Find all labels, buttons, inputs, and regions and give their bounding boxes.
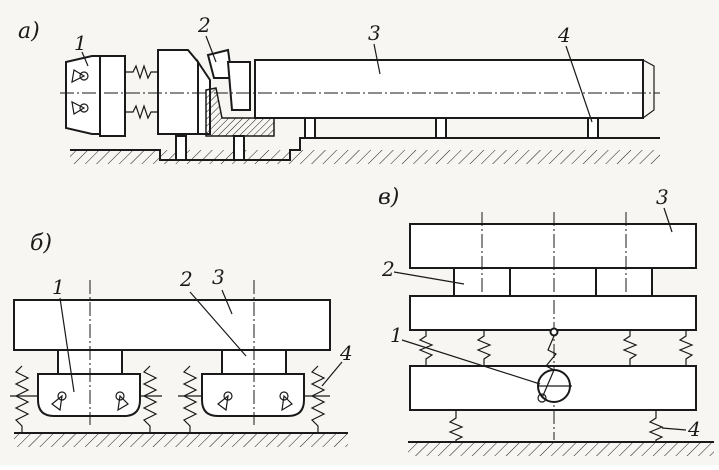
panel-b-vibrator-left (37, 373, 141, 417)
panel-a: а) 1 2 3 (18, 13, 660, 164)
panel-c-pivot-top (549, 327, 559, 337)
panel-b-callout-1: 1 (52, 275, 65, 299)
panel-c-ground-hatch (408, 442, 714, 456)
panel-c-leader-4 (661, 427, 687, 431)
panel-b-callout-4: 4 (339, 341, 353, 365)
panel-a-ground-hatch (70, 150, 660, 164)
panel-c-workpiece (409, 223, 697, 269)
panel-a-leader-1 (81, 51, 89, 67)
panel-a-label: а) (18, 19, 40, 44)
panel-b-weight-4 (281, 394, 293, 412)
spring-bottom (125, 104, 158, 120)
panel-c-upper-table (409, 295, 697, 331)
panel-b: б) 1 (10, 231, 353, 447)
panel-c-leader-3 (663, 207, 673, 233)
panel-a-leader-3 (373, 43, 381, 75)
panel-c-label: в) (378, 185, 399, 210)
panel-b-leader-4 (321, 361, 343, 387)
panel-c-callout-4: 4 (687, 417, 701, 441)
eccentric-weight-top (71, 69, 86, 84)
anvil-support-left (175, 135, 187, 161)
panel-c-leader-1 (401, 339, 541, 385)
anvil-support-right (233, 135, 245, 161)
clamp-jaw (226, 61, 251, 111)
panel-c-spacer-2 (509, 267, 597, 297)
panel-c-eccentric-pin (537, 393, 547, 403)
workpiece-end (642, 59, 655, 119)
panel-c-callout-3: 3 (656, 185, 669, 209)
panel-c-linkage (541, 335, 557, 399)
eccentric-weight-bottom (71, 100, 86, 115)
panel-a-leader-4 (565, 45, 593, 123)
panel-c-springs-bottom (448, 410, 664, 442)
anvil-block (157, 49, 199, 135)
panel-c-callout-2: 2 (381, 257, 395, 281)
vibrator-plate (99, 55, 126, 137)
eccentric-top (79, 71, 89, 81)
eccentric-bottom (79, 103, 89, 113)
panel-a-leader-2 (205, 35, 217, 63)
panel-b-callout-3: 3 (212, 265, 225, 289)
panel-b-springs (10, 365, 330, 433)
panel-b-weight-1 (51, 394, 63, 412)
panel-c: в) (378, 185, 714, 456)
panel-c-callout-1: 1 (390, 323, 403, 347)
panel-a-callout-1: 1 (74, 31, 87, 55)
spring-top (125, 64, 158, 80)
panel-c-spacer-3 (595, 267, 653, 297)
panel-a-callout-4: 4 (557, 23, 571, 47)
panel-b-callout-2: 2 (179, 267, 193, 291)
panel-b-leader-2 (189, 291, 247, 357)
panel-b-ground-hatch (14, 433, 348, 447)
panel-a-foundation-line (70, 137, 660, 161)
panel-b-workpiece (13, 299, 331, 351)
panel-a-callout-2: 2 (197, 13, 211, 37)
panel-b-label: б) (30, 231, 52, 256)
panel-b-weight-2 (117, 394, 129, 412)
panel-a-callout-3: 3 (368, 21, 381, 45)
panel-b-leader-1 (59, 297, 75, 393)
vibrator-housing (65, 55, 101, 135)
roller-support-2 (435, 117, 447, 139)
workpiece-bar (254, 59, 644, 119)
panel-b-weight-3 (217, 394, 229, 412)
panel-c-leader-2 (393, 271, 465, 285)
roller-support-3 (587, 117, 599, 139)
panel-b-vibrator-right (201, 373, 305, 417)
panel-b-leader-3 (221, 289, 233, 315)
roller-support-1 (304, 117, 316, 139)
